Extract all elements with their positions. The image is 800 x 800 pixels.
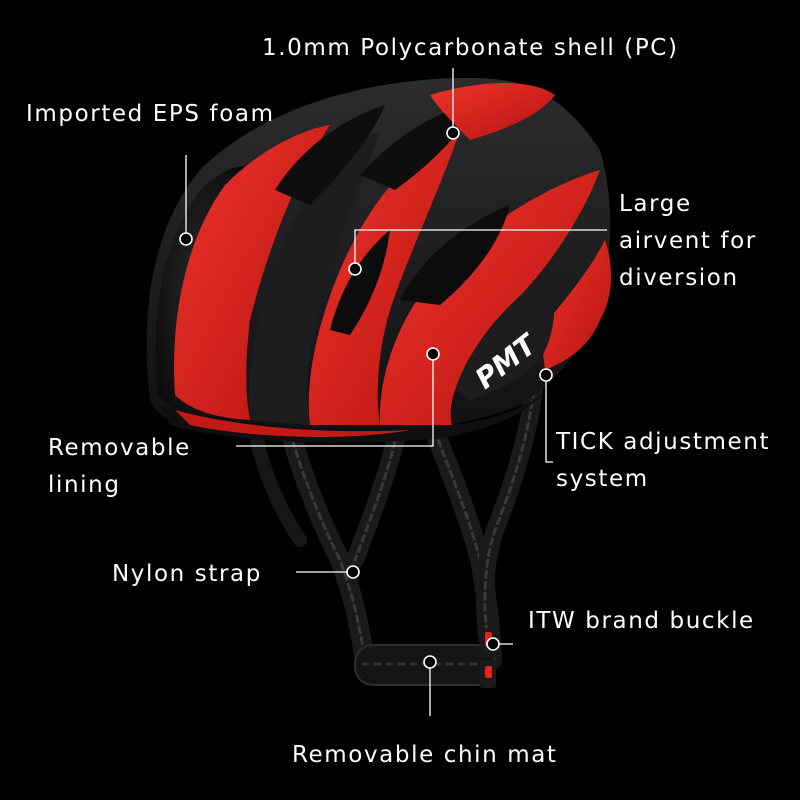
callout-markers [179, 126, 553, 669]
label-strap: Nylon strap [112, 561, 262, 587]
marker-strap [346, 565, 360, 579]
callout-leaders [185, 68, 607, 716]
label-tick: TICK adjustment system [556, 424, 770, 498]
label-lining-line2: lining [48, 472, 121, 498]
helmet-shell [146, 77, 612, 443]
label-airvent-line2: airvent for [619, 228, 757, 254]
marker-airvent [348, 262, 362, 276]
label-tick-line1: TICK adjustment [556, 429, 771, 455]
label-shell: 1.0mm Polycarbonate shell (PC) [262, 35, 679, 61]
label-tick-line2: system [556, 466, 649, 492]
marker-lining [426, 347, 440, 361]
label-airvent: Large airvent for diversion [619, 186, 757, 297]
label-airvent-line1: Large [619, 191, 692, 217]
label-lining: Removable lining [48, 430, 191, 504]
marker-foam [179, 232, 193, 246]
label-foam: Imported EPS foam [26, 101, 275, 127]
label-airvent-line3: diversion [619, 265, 739, 291]
label-lining-line1: Removable [48, 435, 191, 461]
marker-shell [446, 126, 460, 140]
marker-buckle [486, 637, 500, 651]
marker-tick [539, 368, 553, 382]
label-buckle: ITW brand buckle [528, 608, 755, 634]
label-chin-mat: Removable chin mat [292, 742, 558, 768]
marker-chin-mat [423, 655, 437, 669]
